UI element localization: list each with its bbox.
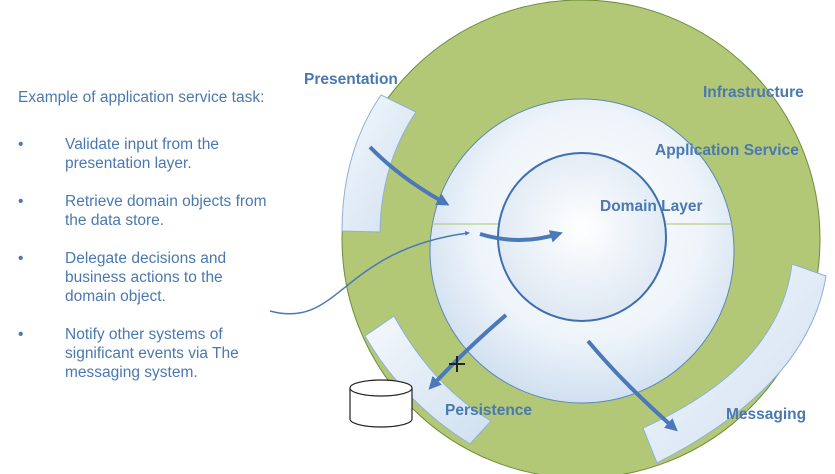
task-text: Delegate decisions and business actions … xyxy=(65,250,227,305)
bullet-icon: • xyxy=(18,250,24,267)
persistence-band xyxy=(364,315,492,445)
task-item-validate: • Validate input from the presentation la… xyxy=(18,135,268,173)
task-item-notify: • Notify other systems of significant eve… xyxy=(18,325,268,382)
bullet-icon: • xyxy=(18,326,24,343)
presentation-arrow xyxy=(368,145,450,206)
task-text: Notify other systems of significant even… xyxy=(65,326,239,381)
notes-intro: Example of application service task: xyxy=(18,89,265,106)
presentation-band xyxy=(341,94,417,233)
task-text: Validate input from the presentation lay… xyxy=(65,136,219,172)
domain-layer-circle xyxy=(497,152,667,322)
presentation-label: Presentation xyxy=(304,71,398,88)
domain-layer-label: Domain Layer xyxy=(600,198,703,215)
persistence-label: Persistence xyxy=(445,402,532,419)
delegate-connector xyxy=(269,231,470,315)
messaging-label: Messaging xyxy=(726,406,806,423)
task-item-retrieve: • Retrieve domain objects from the data s… xyxy=(18,192,268,230)
messaging-band xyxy=(642,263,827,464)
bullet-icon: • xyxy=(18,136,24,153)
bullet-icon: • xyxy=(18,193,24,210)
crosshair-cursor-icon xyxy=(449,356,465,372)
application-service-label: Application Service xyxy=(655,142,799,159)
messaging-arrow xyxy=(586,339,678,432)
task-list: • Validate input from the presentation la… xyxy=(18,135,268,382)
notes-panel: Example of application service task: • Va… xyxy=(18,88,268,401)
infrastructure-label: Infrastructure xyxy=(703,84,804,101)
task-text: Retrieve domain objects from the data st… xyxy=(65,193,267,229)
task-item-delegate: • Delegate decisions and business actions… xyxy=(18,249,268,306)
domain-arrow xyxy=(479,230,563,243)
database-icon xyxy=(349,379,413,428)
persistence-arrow xyxy=(428,313,508,390)
